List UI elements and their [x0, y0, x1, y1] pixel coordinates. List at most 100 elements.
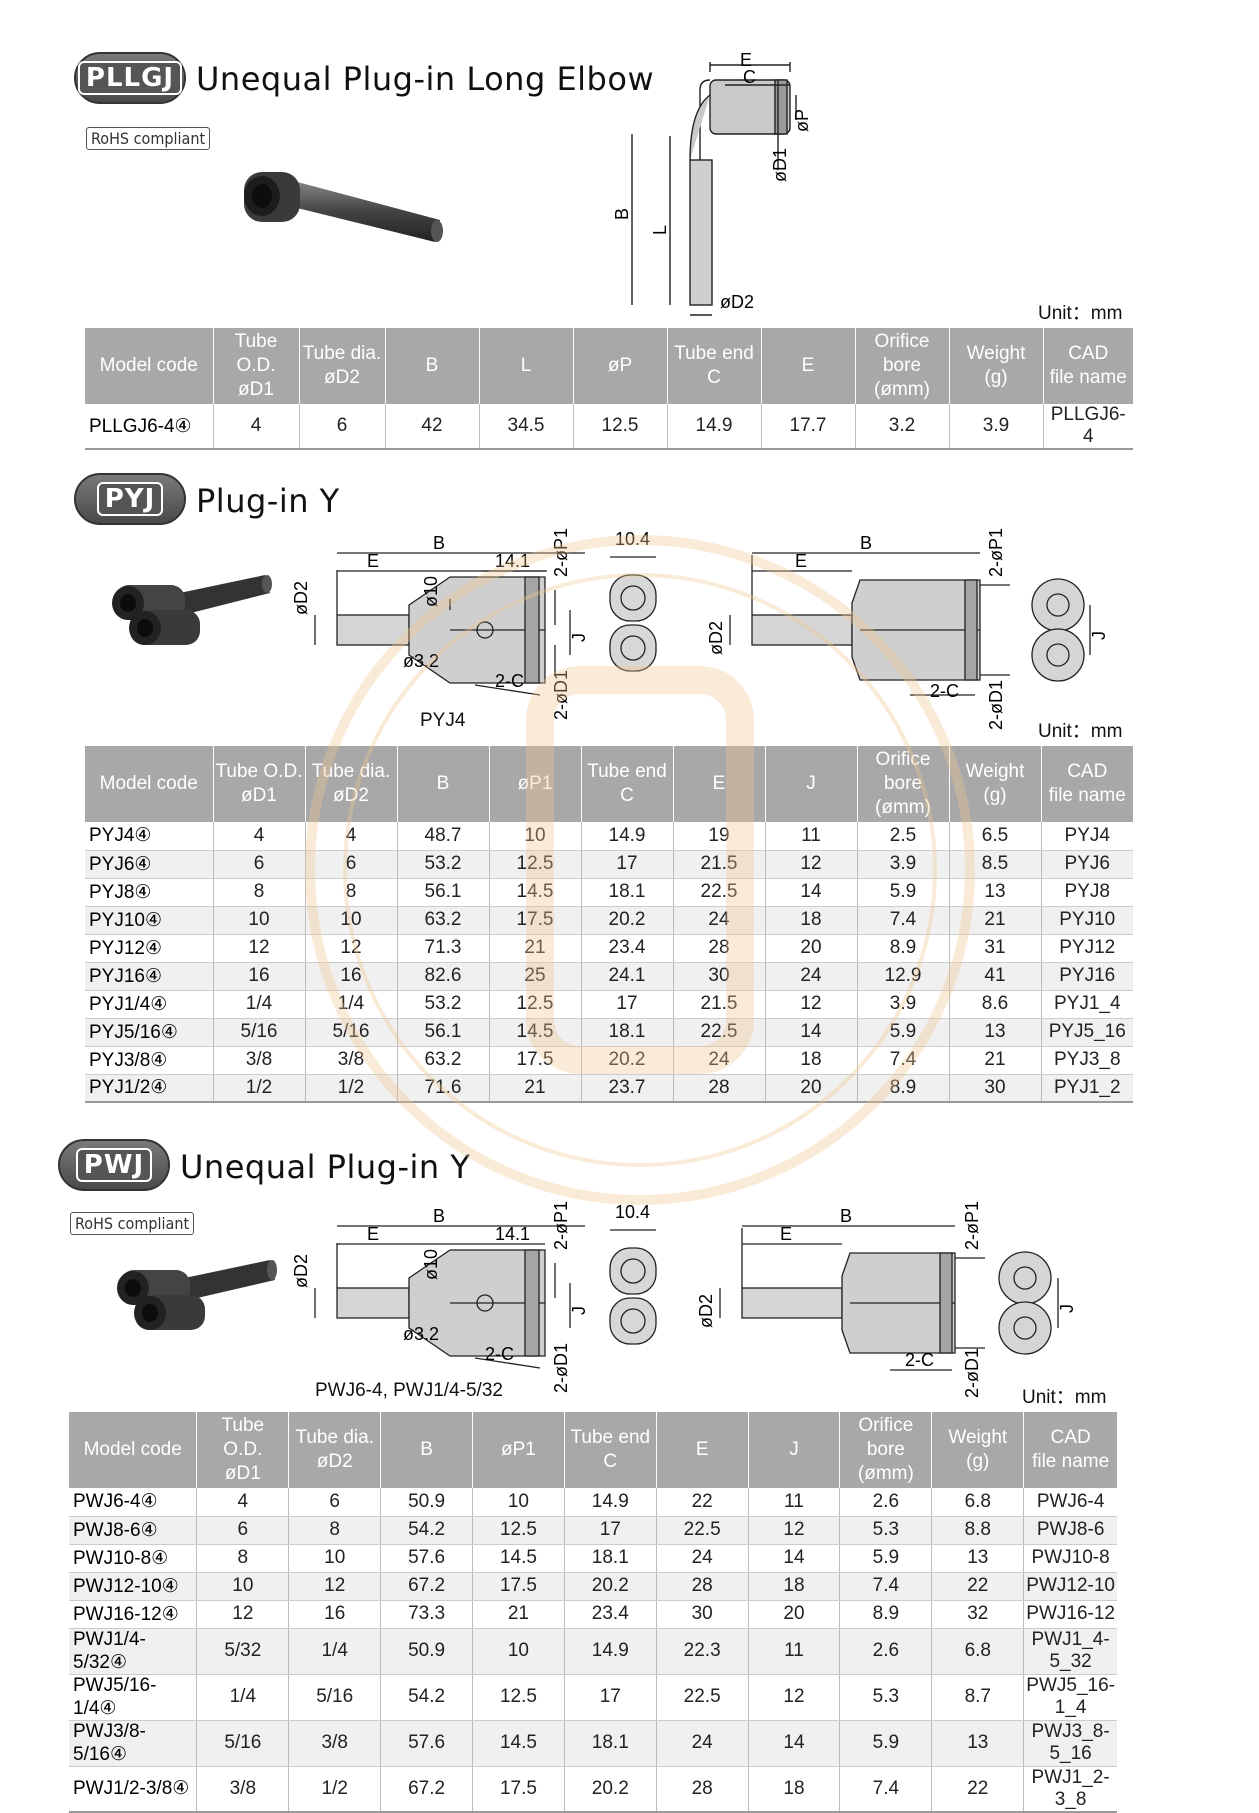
table-cell: 22.5 — [672, 878, 765, 907]
pyj-unit: Unit：mm — [1038, 721, 1123, 742]
table-cell: PYJ16 — [1040, 962, 1133, 991]
pyj-col-header: Tube O.D. øD1 — [212, 746, 305, 822]
pllgj-col-header: CAD file name — [1042, 328, 1133, 404]
table-cell: PWJ10-8 — [1023, 1544, 1117, 1573]
table-cell: 12.9 — [856, 962, 949, 991]
table-cell: 5.9 — [839, 1720, 932, 1767]
table-cell: PYJ12 — [1040, 934, 1133, 963]
model-code-cell: PYJ16④ — [85, 962, 213, 991]
pyj-right-dim-e: E — [795, 551, 807, 571]
table-cell: 7.4 — [839, 1572, 932, 1601]
pyj-dim-b: B — [433, 533, 445, 553]
model-code-cell: PWJ10-8④ — [69, 1544, 197, 1573]
pllgj-dim-c: C — [743, 67, 756, 87]
pyj-right-dim-d1: 2-øD1 — [986, 680, 1006, 730]
table-cell: 73.3 — [380, 1600, 473, 1629]
table-cell: 12 — [196, 1600, 289, 1629]
table-cell: 14.9 — [563, 1628, 657, 1675]
table-cell: 67.2 — [380, 1572, 473, 1601]
pyj-col-header: Orifice bore (ømm) — [856, 746, 949, 822]
pyj-right-dim-c: 2-C — [930, 681, 959, 701]
pwj-right-dim-e: E — [780, 1224, 792, 1244]
table-cell: 8 — [212, 878, 305, 907]
table-cell: 1/2 — [288, 1766, 381, 1813]
table-cell: 41 — [948, 962, 1041, 991]
table-cell: 53.2 — [396, 990, 489, 1019]
pyj-right-dim-b: B — [860, 533, 872, 553]
table-cell: 14.5 — [488, 878, 581, 907]
table-cell: 8 — [288, 1516, 381, 1545]
table-cell: 24 — [672, 906, 765, 935]
table-cell: 12 — [764, 850, 857, 879]
pllgj-col-header: Tube O.D. øD1 — [212, 328, 299, 404]
pyj-right-dim-j: J — [1089, 631, 1109, 640]
table-cell: 6 — [196, 1516, 289, 1545]
table-cell: 14.9 — [563, 1488, 657, 1517]
table-cell: 2.5 — [856, 822, 949, 851]
table-cell: 1/2 — [304, 1074, 397, 1103]
pwj-dim-b: B — [433, 1206, 445, 1226]
table-cell: 20.2 — [563, 1766, 657, 1813]
table-cell: 24.1 — [580, 962, 673, 991]
table-cell: 3.9 — [948, 404, 1043, 450]
pwj-dimension-drawing-right: B E 2-øP1 øD2 J 2-C 2-øD1 — [696, 1201, 1077, 1398]
table-cell: 3/8 — [196, 1766, 289, 1813]
model-code-cell: PWJ12-10④ — [69, 1572, 197, 1601]
table-cell: 5/32 — [196, 1628, 289, 1675]
table-cell: 22.3 — [655, 1628, 749, 1675]
pllgj-dim-l: L — [650, 225, 670, 235]
table-cell: 10 — [288, 1544, 381, 1573]
table-cell: 7.4 — [856, 906, 949, 935]
pyj-badge-text: PYJ — [96, 482, 164, 516]
pyj-dim-104: 10.4 — [615, 529, 650, 549]
table-cell: 14 — [747, 1720, 840, 1767]
table-cell: 6 — [212, 850, 305, 879]
pllgj-dim-d2: øD2 — [720, 292, 754, 312]
table-cell: 63.2 — [396, 906, 489, 935]
table-cell: PWJ16-12 — [1023, 1600, 1117, 1629]
table-cell: 1/4 — [288, 1628, 381, 1675]
pyj-col-header: Tube end C — [580, 746, 673, 822]
model-code-cell: PYJ5/16④ — [85, 1018, 213, 1047]
pyj-dim-141: 14.1 — [495, 551, 530, 571]
pwj-right-dim-j: J — [1057, 1304, 1077, 1313]
model-code-cell: PLLGJ6-4④ — [85, 404, 213, 450]
table-cell: 12.5 — [472, 1516, 565, 1545]
table-cell: 3/8 — [288, 1720, 381, 1767]
pllgj-col-header: Weight (g) — [948, 328, 1043, 404]
table-cell: 34.5 — [478, 404, 573, 450]
model-code-cell: PYJ8④ — [85, 878, 213, 907]
model-code-cell: PWJ16-12④ — [69, 1600, 197, 1629]
pwj-col-header: Tube O.D. øD1 — [196, 1412, 289, 1488]
pwj-badge-text: PWJ — [75, 1148, 153, 1182]
pwj-right-dim-d1: 2-øD1 — [962, 1348, 982, 1398]
pwj-unit: Unit：mm — [1022, 1387, 1107, 1408]
table-cell: 6 — [304, 850, 397, 879]
table-cell: 5/16 — [288, 1674, 381, 1721]
table-cell: 13 — [931, 1544, 1024, 1573]
table-cell: 5/16 — [304, 1018, 397, 1047]
pyj-dim-c: 2-C — [495, 671, 524, 691]
table-cell: 14 — [764, 1018, 857, 1047]
table-cell: 20 — [747, 1600, 840, 1629]
table-cell: 21 — [948, 906, 1041, 935]
table-cell: 30 — [948, 1074, 1041, 1103]
pwj-right-dim-d2: øD2 — [696, 1294, 716, 1328]
table-cell: 21 — [488, 1074, 581, 1103]
model-code-cell: PYJ1/4④ — [85, 990, 213, 1019]
pyj-dim-e: E — [367, 551, 379, 571]
table-cell: 8.5 — [948, 850, 1041, 879]
pyj-dim-32: ø3.2 — [403, 651, 439, 671]
table-cell: 8 — [196, 1544, 289, 1573]
table-cell: 3.9 — [856, 850, 949, 879]
